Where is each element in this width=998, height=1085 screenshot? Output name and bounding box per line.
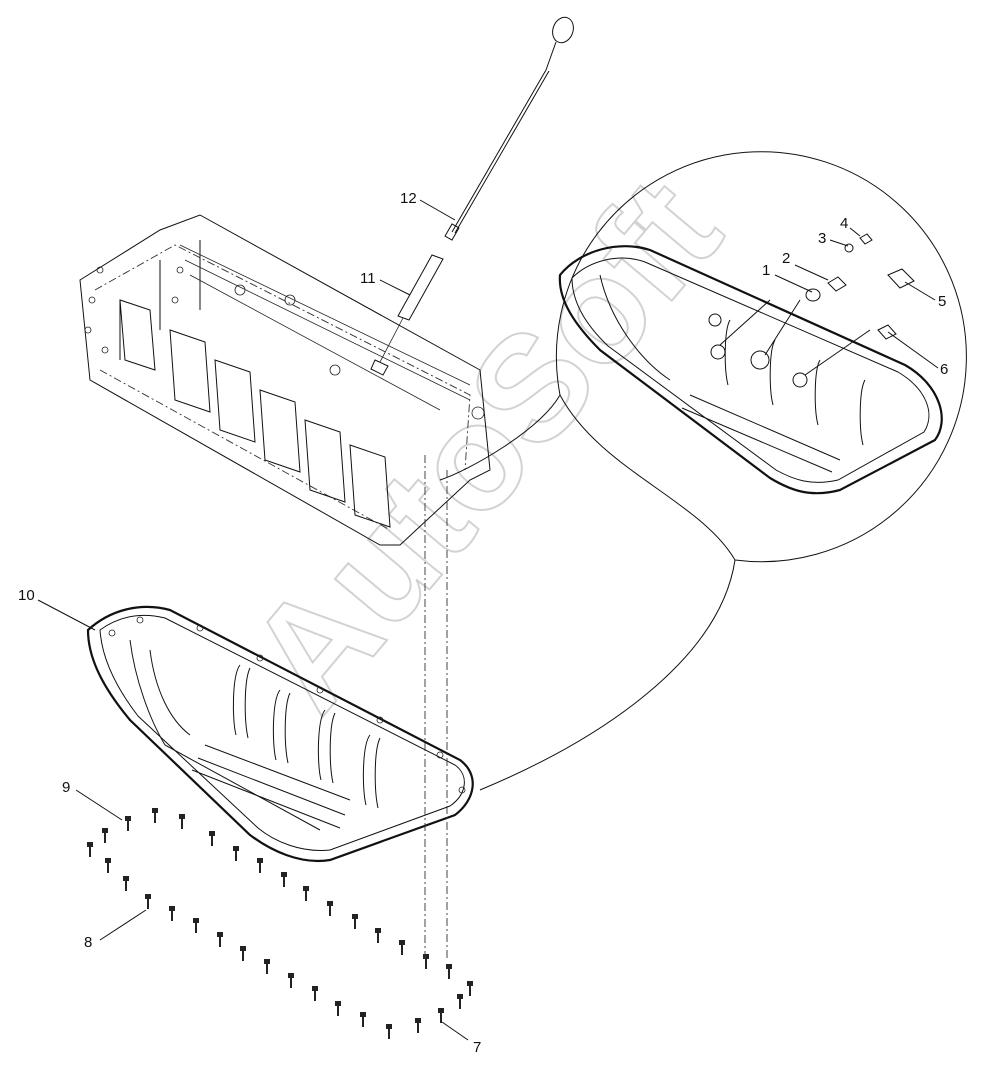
leader-lines [37, 199, 939, 1041]
callout-12: 12 [400, 190, 417, 207]
bolt [217, 932, 223, 947]
bolt [399, 940, 405, 955]
plug-part-4 [859, 233, 873, 245]
bolt [125, 816, 131, 831]
bolt [102, 828, 108, 843]
watermark-text: AutoSoft [216, 148, 752, 741]
bolt [257, 858, 263, 873]
callout-3: 3 [818, 230, 826, 247]
washer-part-1 [805, 288, 821, 302]
alignment-lines [424, 455, 448, 960]
detail-circle [439, 151, 967, 791]
bolt [240, 946, 246, 961]
callout-8: 8 [84, 934, 92, 951]
washer-part-3 [844, 243, 854, 253]
bolt [423, 954, 429, 969]
bolt [457, 994, 463, 1009]
bolt [312, 986, 318, 1001]
block-bolt-holes [84, 266, 485, 420]
bolt [281, 872, 287, 887]
bolt [193, 918, 199, 933]
callout-5: 5 [938, 293, 946, 310]
bolt [179, 814, 185, 829]
bolt [145, 894, 151, 909]
bolt [446, 964, 452, 979]
engine-block [79, 214, 491, 546]
bolt [415, 1018, 421, 1033]
callout-labels: 1 2 3 4 5 6 7 8 9 10 11 12 [18, 190, 948, 1056]
callout-9: 9 [62, 779, 70, 796]
bolt [123, 876, 129, 891]
plug-part-5 [887, 268, 915, 289]
callout-6: 6 [940, 361, 948, 378]
bolt [233, 846, 239, 861]
bolt [288, 973, 294, 988]
bolt [169, 906, 175, 921]
oil-pan-ribs [191, 664, 381, 829]
pan-bolts [87, 808, 473, 1039]
bolt [152, 808, 158, 823]
bolt [360, 1012, 366, 1027]
oil-pan [86, 605, 474, 863]
oil-pan-flange-holes [108, 616, 466, 794]
plug-part-6 [877, 324, 897, 340]
callout-11: 11 [360, 270, 376, 287]
callout-4: 4 [840, 215, 848, 232]
bolt [209, 831, 215, 846]
bolt [438, 1008, 444, 1023]
detail-oil-pan [558, 245, 943, 495]
bolt [264, 959, 270, 974]
callout-1: 1 [762, 262, 770, 279]
bolt [335, 1001, 341, 1016]
watermark: AutoSoft [215, 147, 753, 742]
dipstick [444, 16, 574, 241]
detail-plugs [805, 233, 915, 340]
bolt [105, 858, 111, 873]
bolt [87, 842, 93, 857]
bolt [375, 928, 381, 943]
bolt [327, 901, 333, 916]
callout-2: 2 [782, 250, 790, 267]
bolt [303, 886, 309, 901]
bolt [352, 914, 358, 929]
callout-7: 7 [473, 1039, 481, 1056]
callout-10: 10 [18, 587, 35, 604]
bolt [467, 981, 473, 996]
plug-part-2 [827, 276, 847, 292]
bolt [386, 1024, 392, 1039]
crank-webs [119, 299, 391, 528]
